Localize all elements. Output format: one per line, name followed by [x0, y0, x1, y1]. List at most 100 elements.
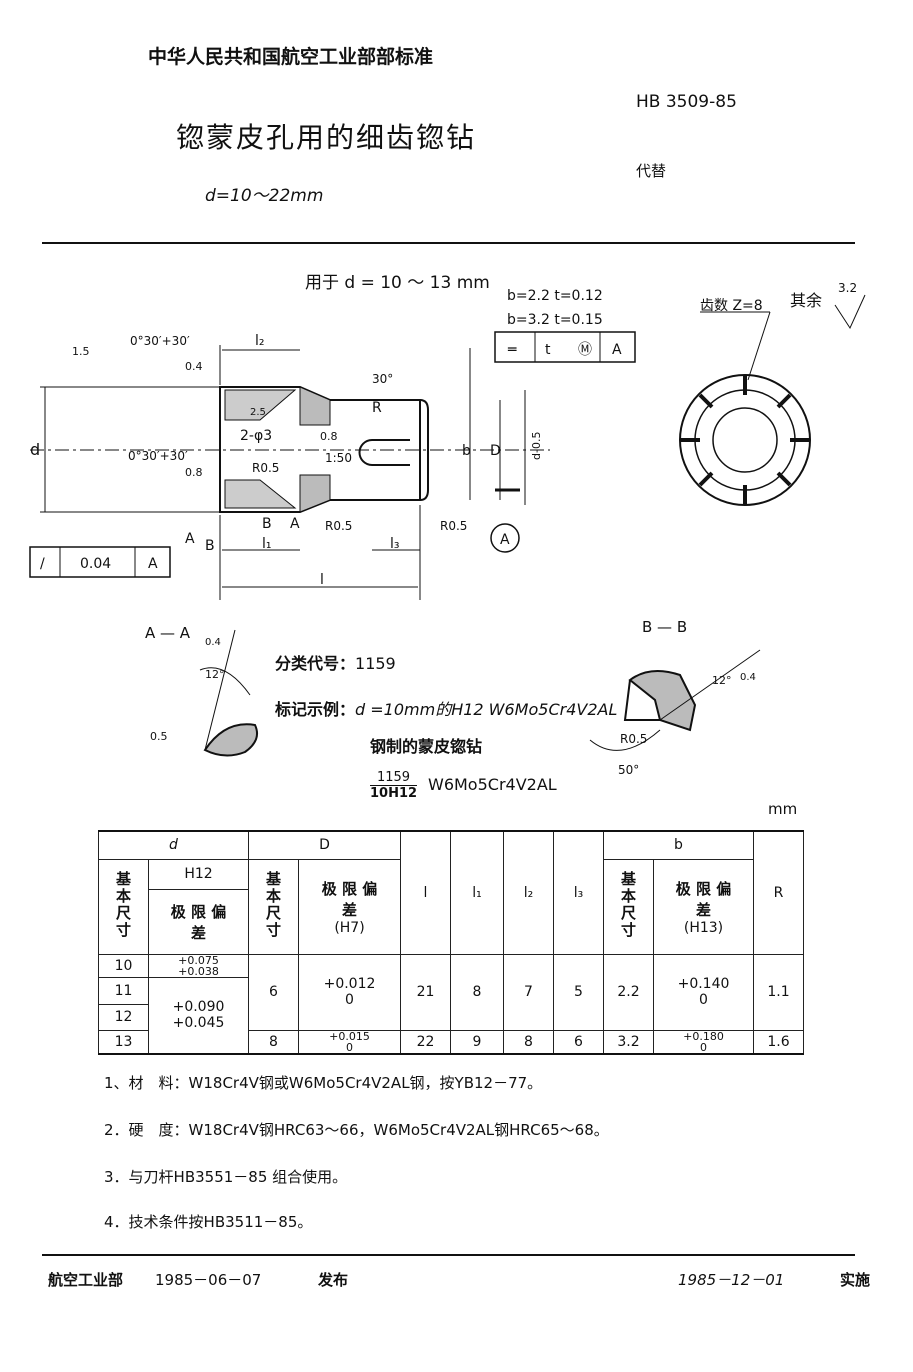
note-3: 3．与刀杆HB3551－85 组合使用。 [104, 1168, 348, 1186]
aa-05: 0.5 [150, 730, 168, 743]
standard-code: HB 3509-85 [636, 92, 737, 112]
classification-code: 1159 [355, 654, 396, 673]
issue-date: 1985－06－07 [155, 1271, 262, 1289]
d-value: 11 [98, 976, 149, 1005]
d-basic-size-header: 基本尺寸 [114, 870, 132, 939]
header-rule [42, 242, 855, 244]
dim-d: d [30, 440, 40, 459]
d-value: 13 [98, 1029, 149, 1054]
dim-angle-2: 0°30′+30′ [128, 449, 188, 463]
note-4: 4．技术条件按HB3511－85。 [104, 1213, 313, 1231]
D-value: 6 [248, 953, 299, 1031]
l2-value: 8 [503, 1029, 554, 1054]
b-value: 3.2 [603, 1029, 654, 1054]
slot [358, 439, 410, 466]
h12-header: H12 [148, 858, 249, 890]
technical-drawing: 用于 d = 10 ～ 13 mm b=2.2 t=0.12 b=3.2 t=0… [29, 273, 866, 777]
D-tol-upper: +0.012 [323, 976, 376, 992]
dim-l2: l₂ [255, 333, 265, 349]
d-limit-header: 极 限 偏 差 [170, 902, 227, 942]
frame-symbol: ═ [507, 342, 517, 358]
fraction-bottom: 10H12 [370, 786, 418, 801]
dim-taper: 1:50 [325, 451, 352, 465]
h13-label: (H13) [683, 919, 724, 936]
section-mark-a: A [290, 516, 300, 532]
table-row: 11 +0.090+0.045 [98, 976, 804, 1054]
position-tolerance-frame [494, 331, 636, 363]
bb-04: 0.4 [740, 672, 756, 683]
note-1: 1、材 料：W18Cr4V钢或W6Mo5Cr4V2AL钢，按YB12－77。 [104, 1074, 543, 1092]
b-tol-upper: +0.140 [677, 976, 730, 992]
D-basic-size-header: 基本尺寸 [264, 870, 282, 939]
marking-material: W6Mo5Cr4V2AL [428, 775, 557, 794]
dim-r05-b: R0.5 [325, 519, 352, 533]
section-mark-b: B [262, 516, 272, 532]
runout-symbol: / [40, 556, 45, 572]
marking-fraction: 1159 10H12 [370, 770, 418, 801]
d-value: 12 [98, 1003, 149, 1031]
d-tol-upper: +0.075 [178, 953, 219, 967]
D-value: 8 [248, 1029, 299, 1054]
b-t-spec-2: b=3.2 t=0.15 [507, 312, 603, 328]
diameter-range: d=10～22mm [205, 186, 324, 206]
dimension-table: d D l l₁ l₂ l₃ b R 基本尺寸 H12 基本尺寸 极 限 偏 差… [98, 830, 804, 1055]
l3-value: 5 [553, 953, 604, 1031]
classification-label: 分类代号： [275, 654, 356, 673]
dim-r05-a: R0.5 [252, 461, 279, 475]
l2-value: 7 [503, 953, 554, 1031]
d-value: 10 [98, 953, 149, 978]
marking-label: 标记示例： [275, 700, 356, 719]
R-value: 1.6 [753, 1029, 804, 1054]
frame-mmc: Ⓜ [578, 342, 592, 358]
bb-12deg: 12° [712, 674, 732, 687]
frame-datum: A [612, 342, 622, 358]
dim-l3: l₃ [390, 536, 400, 552]
datum-a-label: A [500, 532, 510, 548]
header-l2: l₂ [503, 830, 554, 955]
note-2: 2．硬 度：W18Cr4V钢HRC63～66，W6Mo5Cr4V2AL钢HRC6… [104, 1121, 609, 1139]
b-tol-lower: 0 [699, 992, 708, 1008]
header-D: D [248, 830, 401, 860]
dim-04: 0.4 [185, 360, 203, 373]
unit-label: mm [768, 800, 798, 818]
section-mark-b2: B [205, 538, 215, 554]
org-standard: 中华人民共和国航空工业部部标准 [148, 46, 434, 68]
b-limit-header: 极 限 偏 差 [675, 879, 732, 919]
header-b: b [603, 830, 754, 860]
dim-angle-1: 0°30′+30′ [130, 334, 190, 348]
dim-b: b [462, 443, 471, 459]
effective-date: 1985－12－01 [678, 1271, 785, 1289]
marking-line-2: 钢制的蒙皮锪钻 [370, 737, 483, 756]
issued-label: 发布 [318, 1271, 349, 1289]
replaces-label: 代替 [636, 162, 667, 180]
runout-tolerance-frame [29, 546, 171, 578]
D-limit-header: 极 限 偏 差 [321, 879, 378, 919]
dim-holes: 2-φ3 [240, 428, 272, 444]
l1-value: 9 [450, 1029, 504, 1054]
d-tol-upper: +0.090 [172, 999, 225, 1015]
datum-a-circle [490, 523, 520, 553]
b-value: 2.2 [603, 953, 654, 1031]
dim-l1: l₁ [262, 536, 272, 552]
d-tol-lower: +0.045 [172, 1015, 225, 1031]
issuer: 航空工业部 [48, 1271, 124, 1289]
l1-value: 8 [450, 953, 504, 1031]
header-l: l [400, 830, 451, 955]
aa-12deg: 12° [205, 668, 225, 681]
b-basic-size-header: 基本尺寸 [619, 870, 637, 939]
dim-R: R [372, 400, 382, 416]
runout-value: 0.04 [80, 556, 111, 572]
footer-rule [42, 1254, 855, 1256]
teeth-count: 齿数 Z=8 [700, 298, 763, 314]
b-tol-lower: 0 [700, 1040, 707, 1054]
table-row: 12 [98, 1003, 804, 1031]
section-bb-title: B — B [642, 618, 687, 636]
d-tol-lower: +0.038 [178, 964, 219, 978]
runout-datum: A [148, 556, 158, 572]
D-tol-lower: 0 [346, 1040, 353, 1054]
aa-04: 0.4 [205, 637, 221, 648]
doc-title: 锪蒙皮孔用的细齿锪钻 [176, 121, 477, 154]
bb-r05: R0.5 [620, 732, 647, 746]
